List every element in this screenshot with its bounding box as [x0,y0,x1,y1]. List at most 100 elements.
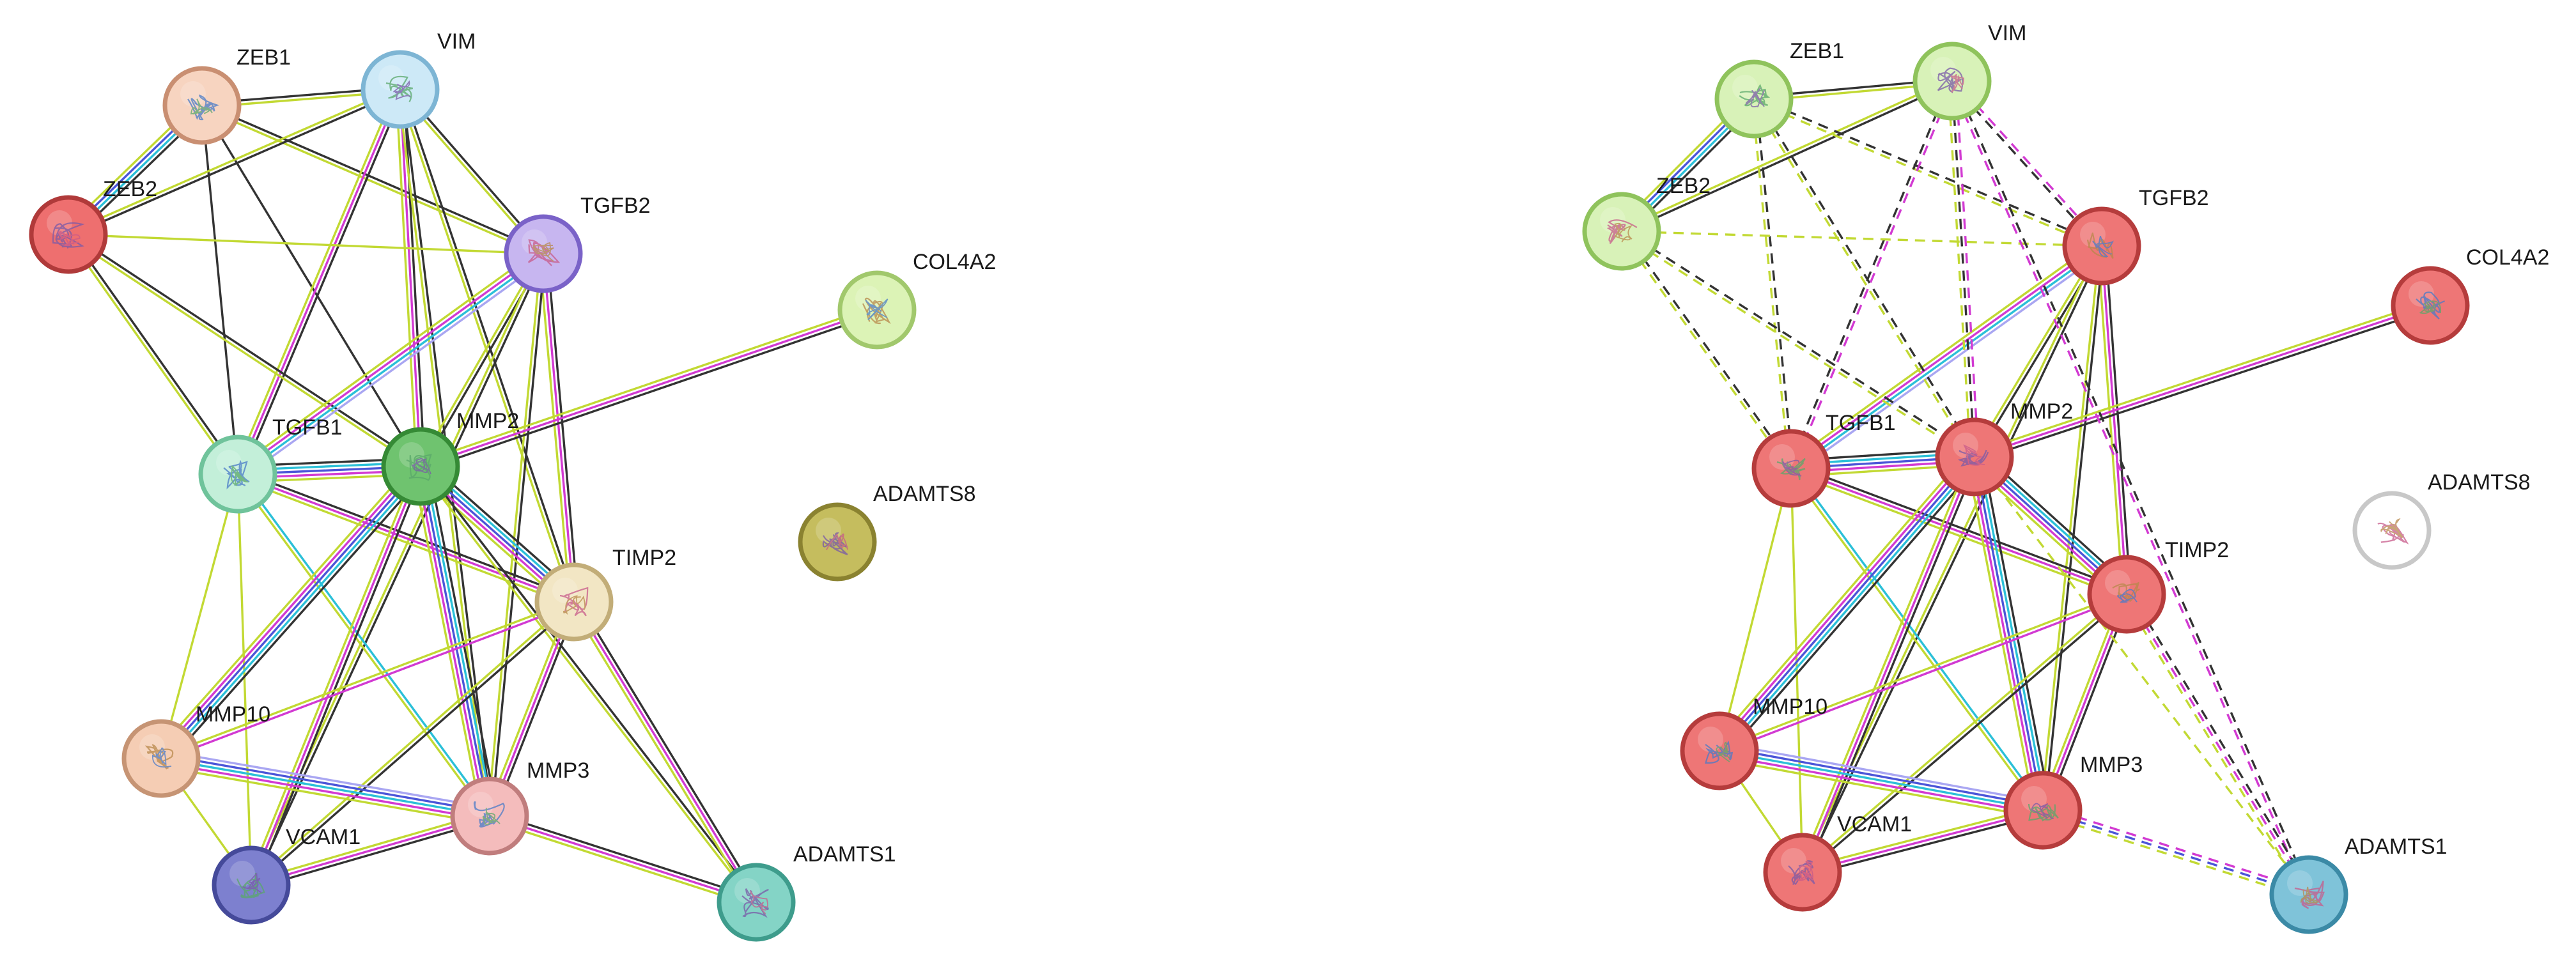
node-col4a2[interactable]: COL4A2 [2391,245,2549,345]
node-highlight [2105,570,2130,596]
node-circle[interactable] [2062,206,2141,286]
edge-line [1789,471,2126,599]
node-mmp3[interactable]: MMP3 [450,759,589,856]
edge-vim-tgfb1 [1788,80,1955,470]
edge-line [1973,456,2310,896]
node-label: MMP2 [2010,399,2073,424]
node-timp2[interactable]: TIMP2 [534,546,676,642]
node-tgfb1[interactable]: TGFB1 [1751,411,1896,508]
node-adamts8[interactable]: ADAMTS8 [798,482,976,582]
protein-structure-icon [1606,219,1638,244]
edge-line [1971,244,2101,457]
node-tgfb2[interactable]: TGFB2 [2062,186,2209,286]
edge-line [415,466,487,817]
node-circle[interactable] [1751,429,1831,508]
edge-line [1620,232,1975,460]
node-timp2[interactable]: TIMP2 [2087,538,2229,634]
edge-line [1949,81,2308,896]
edge-tgfb2-tgfb1 [233,248,548,480]
node-vcam1[interactable]: VCAM1 [1763,812,1912,912]
edge-zeb2-mmp2 [66,231,423,470]
edge-line [162,750,492,810]
edge-line [1721,458,1978,755]
node-zeb1[interactable]: ZEB1 [162,45,291,145]
node-circle[interactable] [162,66,242,145]
node-vim[interactable]: VIM [1913,21,2026,121]
edge-line [1977,456,2048,810]
edge-line [160,474,239,759]
edge-line [68,233,544,255]
edge-zeb1-mmp2 [201,105,422,467]
edge-tgfb1-mmp3 [1788,466,2045,812]
node-mmp2[interactable]: MMP2 [381,409,519,506]
edge-timp2-adamts1 [570,599,761,905]
node-adamts1[interactable]: ADAMTS1 [2269,835,2448,934]
edge-line [576,599,761,901]
node-vim[interactable]: VIM [361,29,476,129]
edge-line [1797,454,1972,872]
edge-line [1966,458,2037,812]
edge-line [2044,805,2311,892]
edge-line [418,466,756,904]
node-circle[interactable] [1935,417,2014,497]
edge-line [1788,80,1951,468]
edge-tgfb2-mmp3 [2040,245,2105,811]
edge-line [542,253,575,603]
edge-line [160,599,574,758]
edge-tgfb1-mmp10 [1718,468,1792,751]
protein-structure-icon [187,94,220,121]
edge-timp2-mmp10 [1718,591,2128,754]
edge-line [238,472,492,816]
node-tgfb1[interactable]: TGFB1 [198,415,343,514]
node-label: MMP2 [456,409,519,433]
edge-zeb2-tgfb1 [1619,229,1794,470]
edge-line [160,761,490,821]
edge-line [1718,753,2043,815]
edge-line [237,473,575,603]
node-mmp10[interactable]: MMP10 [1680,695,1827,790]
edge-line [1981,455,2052,809]
node-highlight [180,81,206,107]
node-col4a2[interactable]: COL4A2 [837,250,996,350]
node-mmp3[interactable]: MMP3 [2003,753,2143,850]
edge-line [68,231,423,466]
node-zeb2[interactable]: ZEB2 [1582,174,1711,271]
protein-structure-icon [559,587,589,617]
node-highlight [2287,870,2313,896]
node-tgfb2[interactable]: TGFB2 [504,194,651,293]
protein-structure-icon [1739,84,1771,107]
edge-line [66,235,421,470]
node-circle[interactable] [1680,711,1759,790]
edge-line [573,601,757,903]
node-label: COL4A2 [913,250,996,274]
edge-line [160,465,422,760]
node-adamts1[interactable]: ADAMTS1 [717,842,896,942]
node-zeb1[interactable]: ZEB1 [1714,39,1844,139]
edge-line [1719,750,2044,812]
edge-mmp10-mmp3 [1718,742,2045,819]
node-circle[interactable] [717,863,796,942]
node-adamts8[interactable]: ADAMTS8 [2352,470,2531,570]
node-highlight [229,861,255,886]
node-zeb2[interactable]: ZEB2 [29,177,157,274]
edge-line [1620,78,1952,231]
edge-col4a2-mmp2 [419,305,879,472]
edge-line [1754,96,2103,245]
node-mmp2[interactable]: MMP2 [1935,399,2073,497]
edge-line [1794,250,2106,474]
node-label: MMP10 [1753,695,1827,719]
edge-line [419,466,491,817]
edge-line [236,251,543,474]
node-vcam1[interactable]: VCAM1 [212,825,361,925]
edge-col4a2-mmp2 [1973,300,2432,462]
edge-line [1751,99,1974,459]
node-mmp10[interactable]: MMP10 [121,702,270,798]
node-circle[interactable] [2391,266,2470,345]
protein-structure-icon [2416,291,2445,320]
edge-mmp2-vcam1 [1797,454,1980,875]
edge-mmp3-vcam1 [1801,805,2044,877]
edge-line [546,253,579,602]
